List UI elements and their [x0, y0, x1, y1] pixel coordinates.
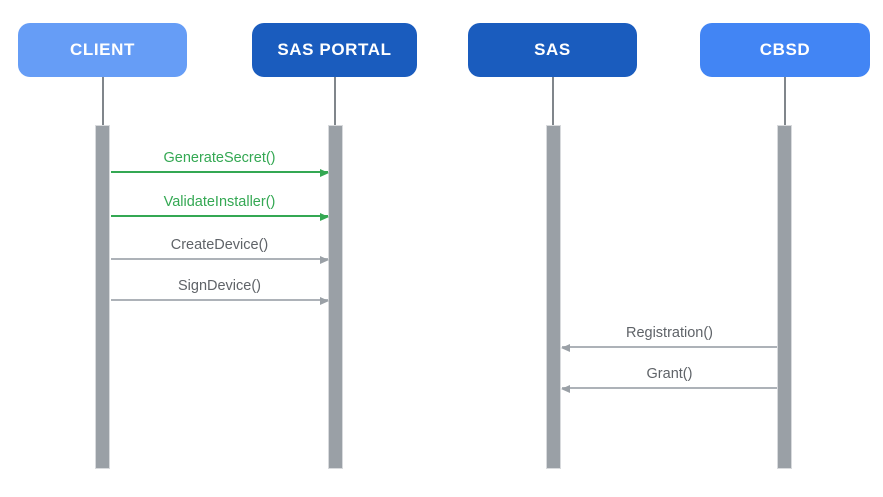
message-label: Registration(): [625, 325, 714, 341]
lifeline-stick-sas: [552, 77, 554, 126]
message-label: CreateDevice(): [170, 237, 269, 253]
message-arrow-line: [111, 299, 328, 301]
actor-box-sas: SAS: [468, 23, 637, 77]
arrowhead-right-icon: [320, 255, 329, 264]
message-grant: Grant(): [561, 362, 777, 393]
actor-label-sas: SAS: [534, 40, 571, 59]
message-label: GenerateSecret(): [163, 150, 276, 166]
actor-label-client: CLIENT: [70, 40, 135, 59]
actor-box-cbsd: CBSD: [700, 23, 870, 77]
actor-label-cbsd: CBSD: [759, 40, 811, 59]
message-generate-secret: GenerateSecret(): [111, 146, 329, 177]
message-arrow-line: [111, 215, 328, 217]
message-sign-device: SignDevice(): [111, 274, 329, 305]
message-arrow-line: [562, 387, 777, 389]
message-arrow-line: [562, 346, 777, 348]
activation-bar-client: [95, 125, 110, 469]
activation-bar-sas-portal: [328, 125, 343, 469]
message-arrow-line: [111, 171, 328, 173]
message-validate-installer: ValidateInstaller(): [111, 190, 329, 221]
lifeline-stick-client: [102, 77, 104, 126]
message-label: ValidateInstaller(): [163, 194, 276, 210]
message-registration: Registration(): [561, 321, 777, 352]
arrowhead-left-icon: [561, 384, 570, 393]
activation-bar-sas: [546, 125, 561, 469]
message-create-device: CreateDevice(): [111, 233, 329, 264]
lifeline-stick-sas-portal: [334, 77, 336, 126]
arrowhead-left-icon: [561, 343, 570, 352]
message-label: SignDevice(): [178, 278, 261, 294]
actor-label-sas-portal: SAS PORTAL: [277, 40, 392, 59]
arrowhead-right-icon: [320, 168, 329, 177]
lifeline-stick-cbsd: [784, 77, 786, 126]
message-label: Grant(): [646, 366, 693, 382]
message-arrow-line: [111, 258, 328, 260]
activation-bar-cbsd: [777, 125, 792, 469]
actor-box-sas-portal: SAS PORTAL: [252, 23, 417, 77]
arrowhead-right-icon: [320, 296, 329, 305]
arrowhead-right-icon: [320, 212, 329, 221]
actor-box-client: CLIENT: [18, 23, 187, 77]
